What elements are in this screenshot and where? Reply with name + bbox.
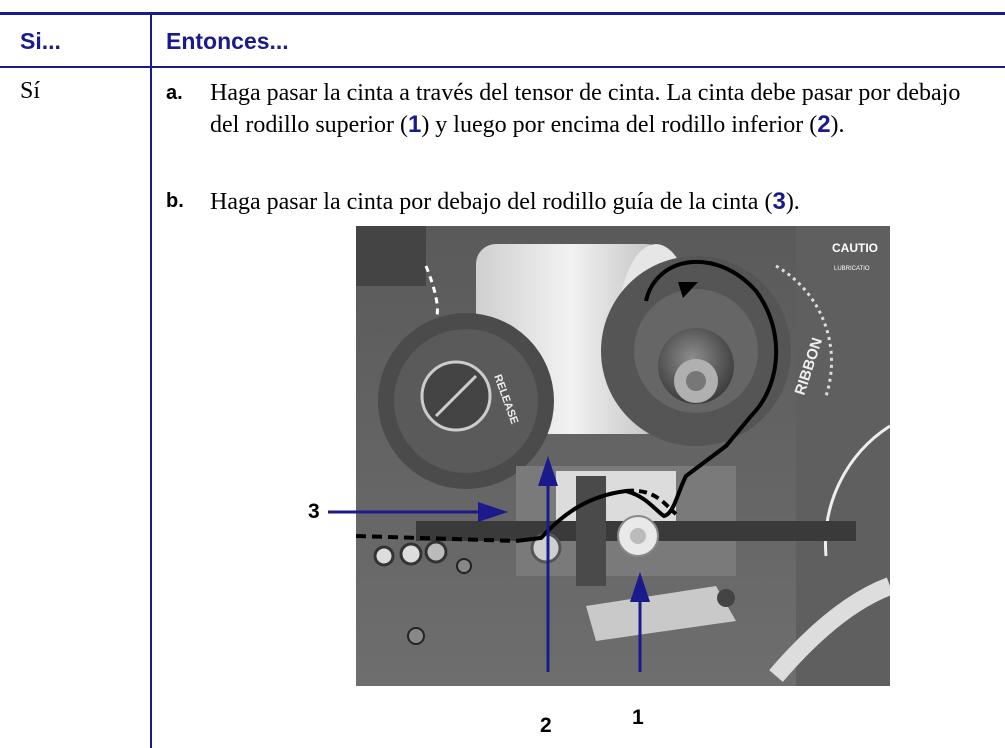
callout-label-3: 3 xyxy=(308,500,320,523)
step-b-text: Haga pasar la cinta por debajo del rodil… xyxy=(210,186,986,218)
lubrication-text: LUBRICATIO xyxy=(834,266,870,272)
printer-photo: CAUTIO LUBRICATIO RELEASE RIBBON xyxy=(356,226,890,686)
ribbon-path-dashed-roller xyxy=(625,488,678,516)
condition-cell: Sí xyxy=(20,78,41,104)
step-a-ref-1: 1 xyxy=(407,111,422,138)
step-a-text-part1: Haga pasar la cinta a través del tensor … xyxy=(210,80,961,138)
table-header-rule xyxy=(0,66,1005,68)
callout-label-1: 1 xyxy=(632,706,644,729)
step-a-text-part3: ). xyxy=(830,112,845,138)
ribbon-direction-arrow-icon xyxy=(678,282,698,298)
step-b-text-part1: Haga pasar la cinta por debajo del rodil… xyxy=(210,189,773,215)
printer-illustration: CAUTIO LUBRICATIO RELEASE RIBBON xyxy=(356,226,890,686)
step-b-ref-1: 3 xyxy=(772,188,786,215)
header-entonces: Entonces... xyxy=(166,28,289,54)
step-a-ref-2: 2 xyxy=(817,111,831,138)
step-b: b. Haga pasar la cinta por debajo del ro… xyxy=(166,186,986,218)
caution-text: CAUTIO xyxy=(832,241,878,255)
step-a-text-part2: ) y luego por encima del rodillo inferio… xyxy=(421,112,818,138)
ribbon-path xyxy=(515,259,779,543)
ribbon-path-dashed-left xyxy=(356,534,517,543)
step-b-label: b. xyxy=(166,190,184,212)
callout-label-2: 2 xyxy=(540,714,552,737)
table-top-rule xyxy=(0,12,1005,15)
step-b-text-part2: ). xyxy=(785,189,800,215)
step-a-label: a. xyxy=(166,82,183,104)
step-a-text: Haga pasar la cinta a través del tensor … xyxy=(210,78,986,141)
table-column-divider xyxy=(150,14,152,748)
step-a: a. Haga pasar la cinta a través del tens… xyxy=(166,78,986,141)
header-si: Si... xyxy=(20,28,61,54)
